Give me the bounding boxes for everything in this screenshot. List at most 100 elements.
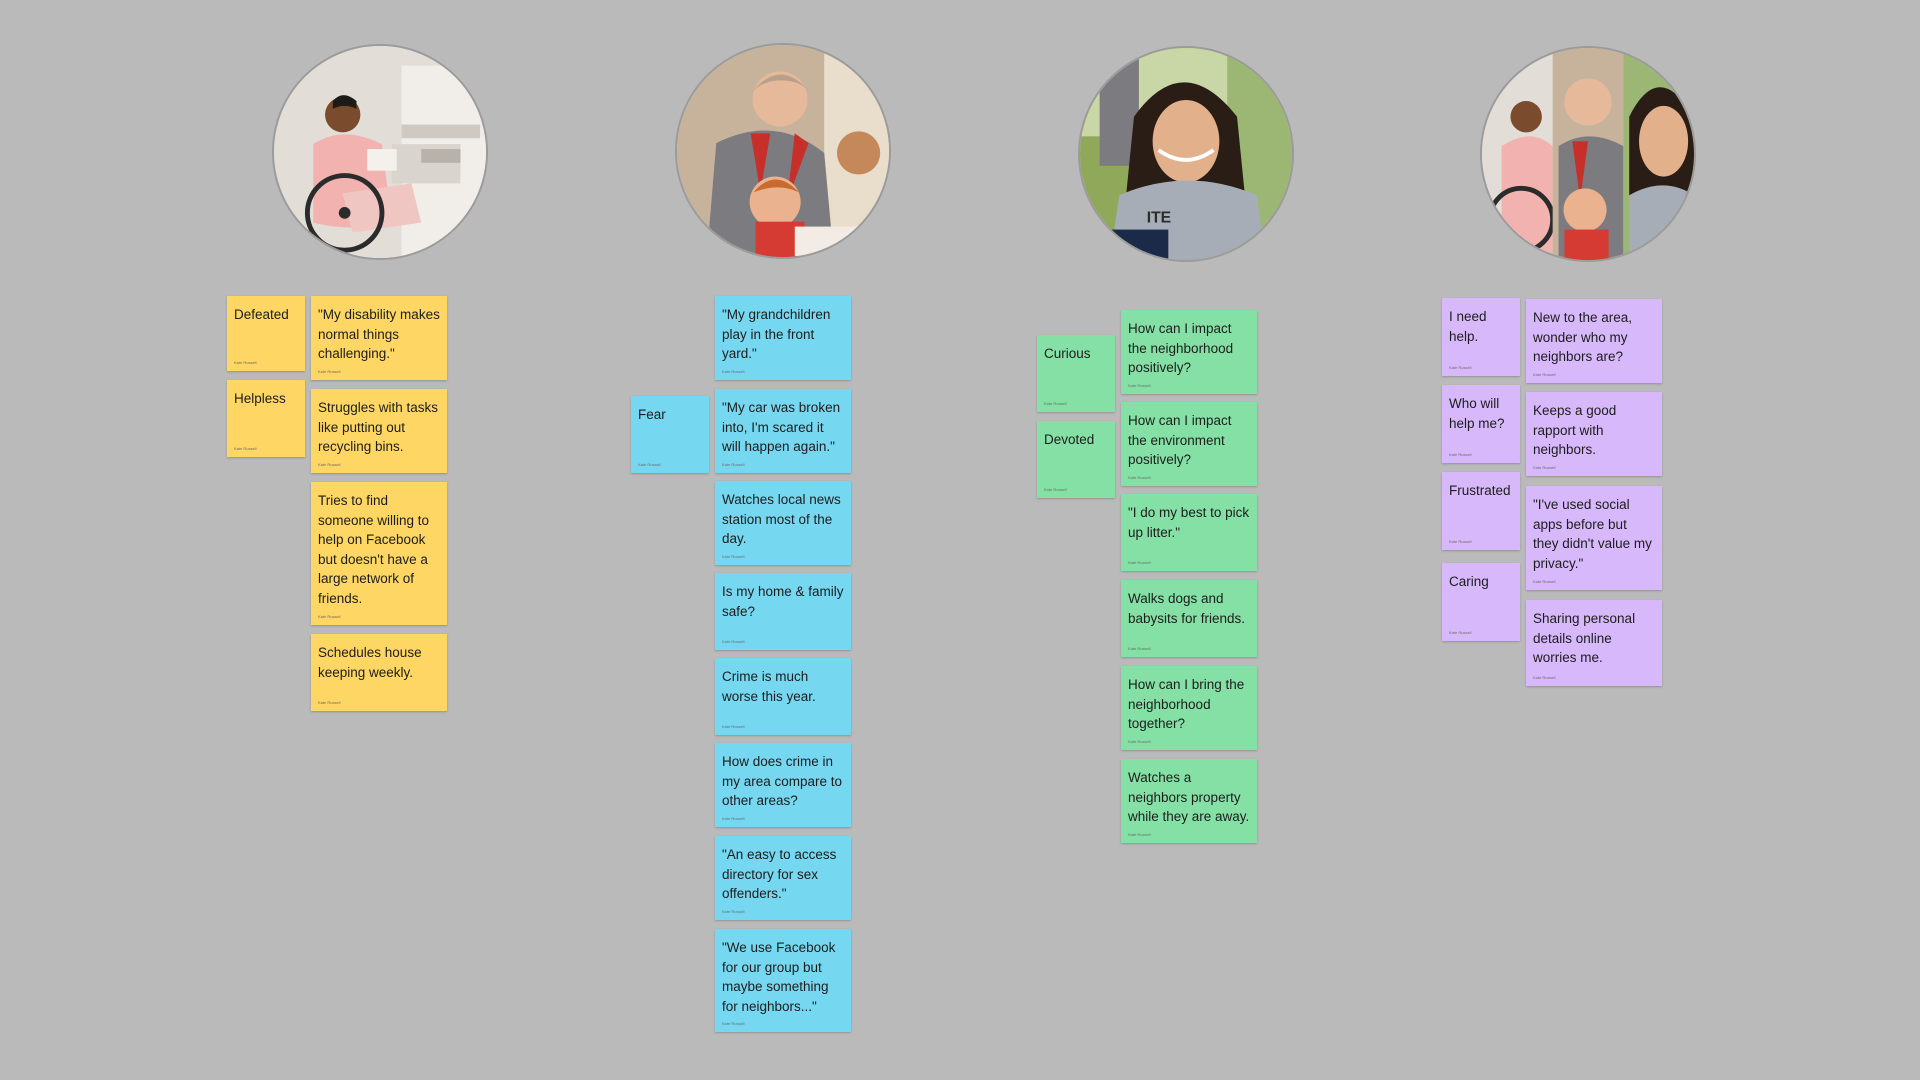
note-text: Keeps a good rapport with neighbors. [1533,403,1617,457]
feeling-note[interactable]: Fear Kate Russell [631,396,709,473]
insight-note[interactable]: "An easy to access directory for sex off… [715,836,851,920]
note-text: "My grandchildren play in the front yard… [722,307,831,361]
note-text: Watches a neighbors property while they … [1128,770,1250,824]
note-text: How can I bring the neighborhood togethe… [1128,677,1245,731]
insight-note[interactable]: How can I impact the neighborhood positi… [1121,310,1257,394]
feeling-note[interactable]: Devoted Kate Russell [1037,421,1115,498]
insight-note[interactable]: "We use Facebook for our group but maybe… [715,929,851,1032]
note-text: Helpless [234,391,286,406]
note-text: "An easy to access directory for sex off… [722,847,837,901]
feeling-note[interactable]: I need help. Kate Russell [1442,298,1520,376]
feeling-note[interactable]: Curious Kate Russell [1037,335,1115,412]
feeling-note[interactable]: Frustrated Kate Russell [1442,472,1520,550]
combined-personas-photo [1482,48,1694,260]
note-text: Frustrated [1449,483,1511,498]
note-text: Curious [1044,346,1091,361]
insight-note[interactable]: How can I bring the neighborhood togethe… [1121,666,1257,750]
insight-note[interactable]: Tries to find someone willing to help on… [311,482,447,625]
note-text: "I've used social apps before but they d… [1533,497,1652,571]
insight-note[interactable]: "My car was broken into, I'm scared it w… [715,389,851,473]
insight-note[interactable]: "I do my best to pick up litter." Kate R… [1121,494,1257,571]
note-author: Kate Russell [1128,475,1151,480]
note-text: Crime is much worse this year. [722,669,816,704]
man-in-wheelchair-photo [274,46,486,258]
note-author: Kate Russell [1533,675,1556,680]
note-text: New to the area, wonder who my neighbors… [1533,310,1633,364]
note-text: Schedules house keeping weekly. [318,645,422,680]
note-text: "I do my best to pick up litter." [1128,505,1250,540]
note-text: Tries to find someone willing to help on… [318,493,430,606]
note-author: Kate Russell [1449,539,1472,544]
note-author: Kate Russell [638,462,661,467]
grandmother-with-child-photo [677,45,889,257]
note-author: Kate Russell [1128,383,1151,388]
note-text: "My car was broken into, I'm scared it w… [722,400,841,454]
persona-1-avatar[interactable] [272,44,488,260]
insight-note[interactable]: "My grandchildren play in the front yard… [715,296,851,380]
insight-note[interactable]: Is my home & family safe? Kate Russell [715,573,851,650]
note-text: "We use Facebook for our group but maybe… [722,940,836,1014]
note-text: I need help. [1449,309,1487,344]
note-author: Kate Russell [318,462,341,467]
insight-note[interactable]: Keeps a good rapport with neighbors. Kat… [1526,392,1662,476]
note-author: Kate Russell [1128,739,1151,744]
note-author: Kate Russell [1044,487,1067,492]
note-text: Who will help me? [1449,396,1505,431]
note-text: How does crime in my area compare to oth… [722,754,843,808]
persona-3-avatar[interactable]: ITE [1078,46,1294,262]
note-author: Kate Russell [722,639,745,644]
note-author: Kate Russell [1128,832,1151,837]
note-author: Kate Russell [1128,646,1151,651]
persona-2-avatar[interactable] [675,43,891,259]
insight-note[interactable]: Watches local news station most of the d… [715,481,851,565]
insight-note[interactable]: Struggles with tasks like putting out re… [311,389,447,473]
feeling-note[interactable]: Helpless Kate Russell [227,380,305,457]
feeling-note[interactable]: Caring Kate Russell [1442,563,1520,641]
insight-note[interactable]: Watches a neighbors property while they … [1121,759,1257,843]
insight-note[interactable]: "I've used social apps before but they d… [1526,486,1662,590]
insight-note[interactable]: New to the area, wonder who my neighbors… [1526,299,1662,383]
note-author: Kate Russell [722,554,745,559]
note-text: Fear [638,407,666,422]
note-text: Caring [1449,574,1489,589]
note-text: Watches local news station most of the d… [722,492,841,546]
insight-note[interactable]: Schedules house keeping weekly. Kate Rus… [311,634,447,711]
note-text: Struggles with tasks like putting out re… [318,400,439,454]
note-text: Is my home & family safe? [722,584,844,619]
note-text: Devoted [1044,432,1095,447]
insight-note[interactable]: Walks dogs and babysits for friends. Kat… [1121,580,1257,657]
note-author: Kate Russell [318,369,341,374]
note-author: Kate Russell [722,909,745,914]
note-author: Kate Russell [722,1021,745,1026]
note-author: Kate Russell [1533,579,1556,584]
note-text: Sharing personal details online worries … [1533,611,1636,665]
note-text: How can I impact the neighborhood positi… [1128,321,1234,375]
note-author: Kate Russell [1449,452,1472,457]
insight-note[interactable]: How can I impact the environment positiv… [1121,402,1257,486]
note-author: Kate Russell [1449,365,1472,370]
note-author: Kate Russell [318,614,341,619]
note-text: How can I impact the environment positiv… [1128,413,1232,467]
svg-text:ITE: ITE [1147,210,1171,227]
persona-4-avatar[interactable] [1480,46,1696,262]
note-author: Kate Russell [1533,372,1556,377]
note-author: Kate Russell [722,724,745,729]
feeling-note[interactable]: Who will help me? Kate Russell [1442,385,1520,463]
young-woman-volunteer-photo: ITE [1080,48,1292,260]
note-author: Kate Russell [234,446,257,451]
note-author: Kate Russell [318,700,341,705]
note-author: Kate Russell [722,369,745,374]
note-author: Kate Russell [234,360,257,365]
note-text: "My disability makes normal things chall… [318,307,440,361]
note-author: Kate Russell [1449,630,1472,635]
note-text: Walks dogs and babysits for friends. [1128,591,1246,626]
note-author: Kate Russell [1044,401,1067,406]
note-text: Defeated [234,307,289,322]
insight-note[interactable]: Sharing personal details online worries … [1526,600,1662,686]
feeling-note[interactable]: Defeated Kate Russell [227,296,305,371]
insight-note[interactable]: Crime is much worse this year. Kate Russ… [715,658,851,735]
note-author: Kate Russell [1533,465,1556,470]
insight-note[interactable]: How does crime in my area compare to oth… [715,743,851,827]
insight-note[interactable]: "My disability makes normal things chall… [311,296,447,380]
